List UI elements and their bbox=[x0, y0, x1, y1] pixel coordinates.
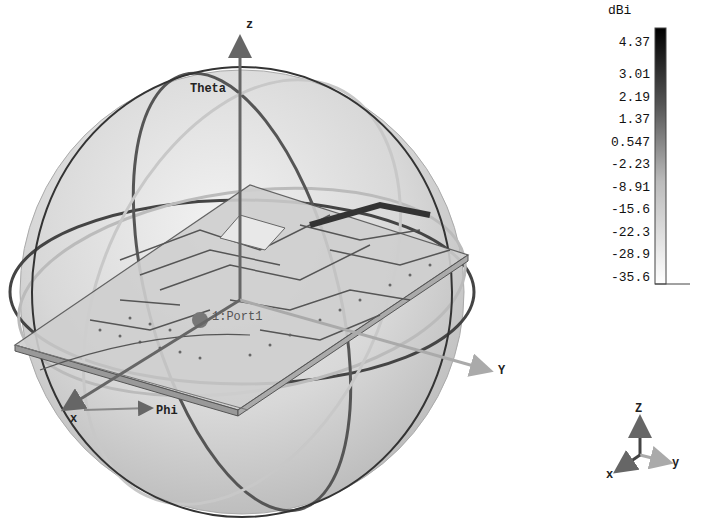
scale-value: -35.6 bbox=[611, 271, 650, 285]
port-label: 1:Port1 bbox=[212, 310, 262, 324]
scale-value: -15.6 bbox=[611, 203, 650, 217]
scale-value: 3.01 bbox=[619, 68, 650, 82]
scale-value: 4.37 bbox=[619, 36, 650, 50]
scale-value: -22.3 bbox=[611, 226, 650, 240]
axis-label: Y bbox=[498, 364, 505, 378]
axis-label: z bbox=[246, 18, 253, 32]
triad-label: x bbox=[606, 468, 613, 482]
scale-value: 1.37 bbox=[619, 113, 650, 127]
scale-value: 2.19 bbox=[619, 91, 650, 105]
axis-label: x bbox=[70, 412, 77, 426]
triad-label: y bbox=[672, 456, 679, 470]
scale-value: -28.9 bbox=[611, 248, 650, 262]
triad-label: Z bbox=[635, 402, 642, 416]
scale-value: -2.23 bbox=[611, 158, 650, 172]
scale-title: dBi bbox=[608, 4, 631, 18]
axis-label: Theta bbox=[190, 82, 226, 96]
axis-label: Phi bbox=[156, 404, 178, 418]
scale-value: -8.91 bbox=[611, 181, 650, 195]
scale-value: 0.547 bbox=[611, 136, 650, 150]
